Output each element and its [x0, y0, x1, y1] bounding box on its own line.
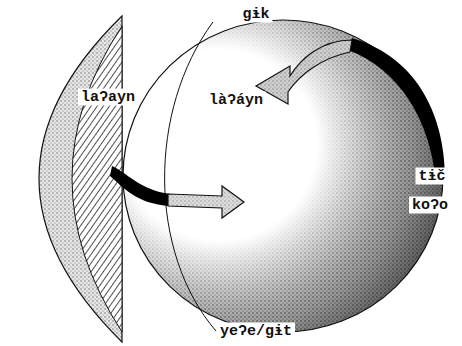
arrow-tail — [110, 166, 170, 206]
part-label: tɨč — [415, 168, 448, 185]
part-label: gɨk — [239, 6, 272, 23]
part-label: làʔáyn — [206, 92, 266, 109]
meridian — [165, 22, 216, 331]
part-label: koʔo — [409, 197, 451, 214]
arrow-head — [256, 40, 352, 104]
arrow-tail — [348, 38, 445, 182]
part-label: yeʔe/gɨt — [217, 323, 295, 340]
part-label: laʔayn — [78, 89, 138, 106]
shell-outer — [39, 16, 122, 342]
arrow-head — [168, 186, 244, 218]
